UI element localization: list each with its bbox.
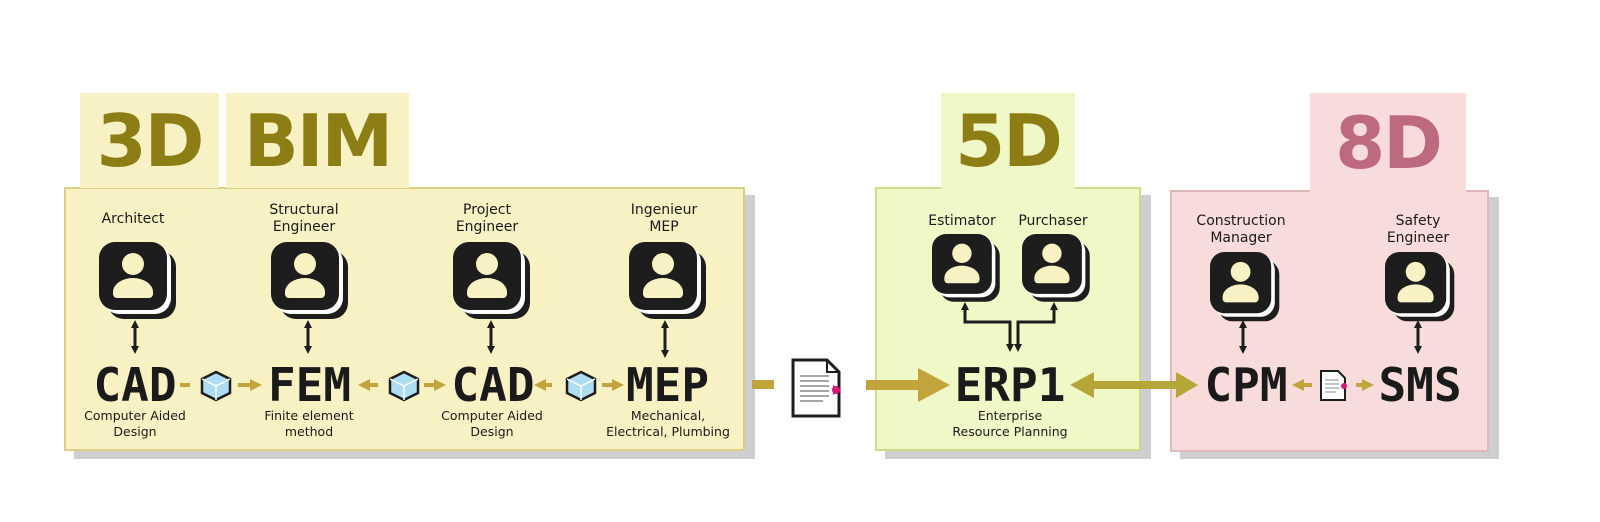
system-erp-desc: Enterprise Resource Planning [952,408,1068,439]
system-cad-1: CAD [93,358,177,412]
tab-3d: 3D [80,93,219,188]
role-architect: Architect [101,211,165,227]
system-fem: FEM [267,358,352,412]
system-cad-1-desc: Computer Aided Design [84,408,186,439]
system-erp: ERP1 [954,358,1066,412]
tab-bim: BIM [226,93,409,188]
role-construction-manager: Construction Manager [1196,213,1286,246]
role-project-engineer: Project Engineer [455,202,519,235]
role-ingenieur-mep: Ingenieur MEP [630,202,698,235]
role-structural-engineer: Structural Engineer [269,202,339,235]
system-cad-2: CAD [451,358,535,412]
bim-panel [64,187,745,451]
role-safety-engineer: Safety Engineer [1386,213,1450,246]
tab-8d: 8D [1310,93,1466,192]
system-cpm: CPM [1204,358,1288,412]
role-estimator: Estimator [928,213,996,229]
system-cad-2-desc: Computer Aided Design [441,408,543,439]
connector-bim-document [752,380,774,389]
system-fem-desc: Finite element method [264,408,354,439]
role-purchaser: Purchaser [1018,213,1088,229]
tab-5d: 5D [941,93,1075,189]
system-mep-desc: Mechanical, Electrical, Plumbing [606,408,730,439]
system-sms: SMS [1378,358,1462,412]
document-icon [791,358,841,418]
system-mep: MEP [625,358,710,412]
